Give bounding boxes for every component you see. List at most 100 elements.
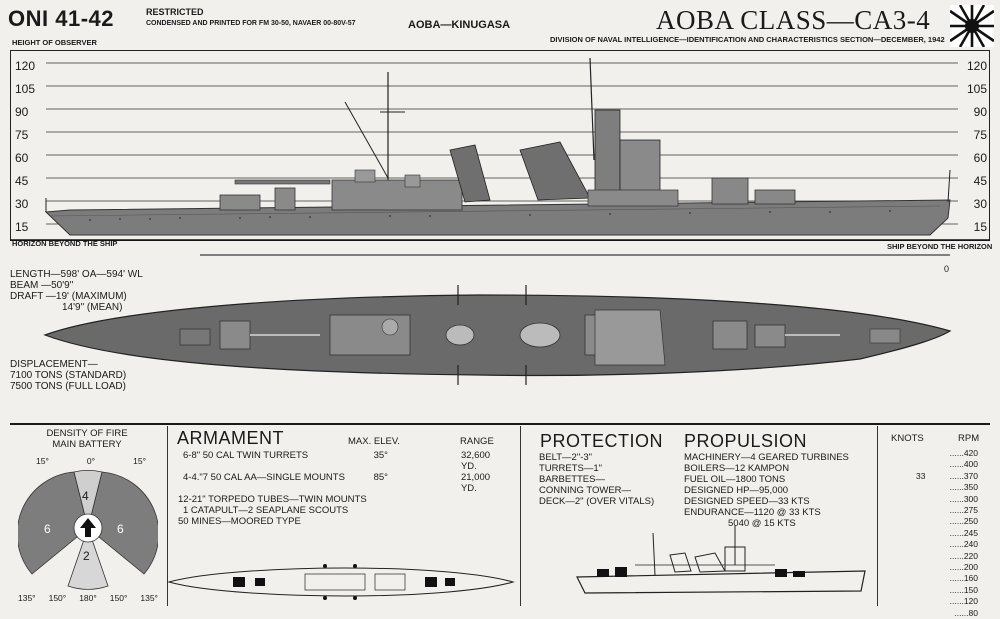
armament-elev: 35° — [373, 450, 388, 461]
profile-section: 120 105 90 75 60 45 30 15 120 105 90 75 … — [10, 50, 990, 260]
rpm-value: 245 — [963, 527, 978, 538]
rpm-row: ......150 — [949, 584, 978, 595]
protection-list: BELT—2"-3" TURRETS—1" BARBETTES— CONNING… — [539, 452, 654, 507]
scale-left-label: 30 — [15, 197, 29, 211]
rpm-row: ......120 — [949, 596, 978, 607]
propulsion-item: DESIGNED SPEED—33 KTS — [684, 496, 810, 507]
protection-item: TURRETS—1" — [539, 463, 603, 474]
armament-range: 21,000 YD. — [460, 472, 491, 494]
rpm-row: ......160 — [949, 573, 978, 584]
rpm-row: ......400 — [949, 459, 978, 470]
scale-left-label: 75 — [15, 128, 29, 142]
knots-header: KNOTS — [891, 433, 924, 444]
rpm-row: ......240 — [949, 539, 978, 550]
scale-left-label: 120 — [15, 59, 36, 73]
propulsion-item: 5040 @ 15 KTS — [728, 518, 796, 529]
density-sector-port: 6 — [44, 522, 51, 536]
draft-mean-spec: 14'9" (MEAN) — [62, 302, 123, 313]
rpm-value: 200 — [963, 562, 978, 573]
rpm-value: 370 — [963, 470, 978, 481]
armament-range-header: RANGE — [460, 436, 494, 447]
armament-desc: 4-4."7 50 CAL AA—SINGLE MOUNTS — [183, 472, 345, 483]
density-title-line: DENSITY OF FIRE — [46, 428, 128, 439]
rpm-value: 80 — [968, 607, 978, 618]
displacement-full: 7500 TONS (FULL LOAD) — [10, 381, 126, 392]
knots-value: 33 — [916, 471, 926, 481]
angle-label: 150° — [48, 593, 67, 603]
displacement-standard: 7100 TONS (STANDARD) — [10, 370, 127, 381]
rpm-value: 220 — [963, 550, 978, 561]
propulsion-item: BOILERS—12 KAMPON — [684, 463, 790, 474]
scale-left-label: 105 — [15, 82, 36, 96]
armament-range: 32,600 YD. — [460, 450, 491, 472]
armament-table: 6-8" 50 CAL TWIN TURRETS 35° 32,600 YD. … — [178, 450, 508, 527]
propulsion-list: MACHINERY—4 GEARED TURBINES BOILERS—12 K… — [684, 452, 849, 529]
propulsion-item: MACHINERY—4 GEARED TURBINES — [684, 452, 849, 463]
rpm-row: ......80 — [954, 607, 978, 618]
scale-right-label: 60 — [973, 151, 987, 165]
rising-sun-flag-icon — [950, 5, 994, 47]
rpm-value: 160 — [963, 573, 978, 584]
height-scale-right: 120 105 90 75 60 45 30 15 — [962, 55, 987, 239]
length-spec: LENGTH—598' OA—594' WL — [10, 269, 143, 280]
rpm-header: RPM — [958, 433, 980, 444]
rpm-value: 150 — [963, 584, 978, 595]
rpm-row: ......250 — [949, 516, 978, 527]
armament-elev: 85° — [373, 472, 388, 483]
column-separator — [167, 426, 168, 606]
density-sector-fore: 4 — [82, 489, 89, 503]
density-top-angles: 15° 0° 15° — [36, 456, 146, 466]
density-subtitle-line: MAIN BATTERY — [52, 439, 122, 450]
zero-mark: 0 — [944, 264, 950, 274]
scale-right-label: 120 — [966, 59, 987, 73]
scale-left-label: 15 — [15, 220, 29, 234]
rpm-row: ......220 — [949, 550, 978, 561]
armament-plan-silhouette — [167, 564, 515, 600]
armament-desc: 6-8" 50 CAL TWIN TURRETS — [183, 450, 309, 461]
scale-left-label: 45 — [15, 174, 29, 188]
height-of-observer-label: HEIGHT OF OBSERVER — [12, 38, 97, 47]
scale-right-label: 45 — [973, 174, 987, 188]
density-bottom-angles: 135° 150° 180° 150° 135° — [18, 593, 158, 603]
bottom-profile-silhouette — [576, 525, 866, 594]
rpm-list: ......420 ......400 ......370 ......350 … — [930, 448, 978, 619]
armament-row: 4-4."7 50 CAL AA—SINGLE MOUNTS 85° 21,00… — [178, 472, 508, 494]
ship-names: AOBA—KINUGASA — [408, 19, 511, 31]
rpm-value: 420 — [963, 448, 978, 458]
propulsion-title: PROPULSION — [684, 431, 808, 451]
height-scale-left: 120 105 90 75 60 45 30 15 — [15, 55, 35, 239]
angle-label: 15° — [133, 456, 146, 466]
density-of-fire-title: DENSITY OF FIRE MAIN BATTERY — [12, 428, 162, 450]
ship-plan-view — [43, 285, 952, 385]
ship-profile-drawing — [10, 50, 990, 256]
rpm-row: ......350 — [949, 482, 978, 493]
rpm-row: ......200 — [949, 562, 978, 573]
beam-spec: BEAM —50'9" — [10, 280, 74, 291]
column-separator — [877, 426, 878, 606]
draft-spec: DRAFT —19' (MAXIMUM) — [10, 291, 127, 302]
protection-item: BELT—2"-3" — [539, 452, 593, 463]
rpm-value: 250 — [963, 516, 978, 527]
rpm-value: 120 — [963, 596, 978, 607]
armament-elev-header: MAX. ELEV. — [348, 436, 400, 447]
printed-for-line: CONDENSED AND PRINTED FOR FM 30-50, NAVA… — [146, 20, 356, 27]
dimensions-block: LENGTH—598' OA—594' WL BEAM —50'9" DRAFT… — [10, 269, 143, 313]
angle-label: 135° — [18, 593, 36, 603]
ship-beyond-horizon-label: SHIP BEYOND THE HORIZON — [887, 242, 993, 251]
armament-desc: 50 MINES—MOORED TYPE — [178, 516, 301, 527]
armament-row: 6-8" 50 CAL TWIN TURRETS 35° 32,600 YD. — [178, 450, 508, 472]
rpm-row: ......420 — [949, 448, 978, 458]
angle-label: 180° — [79, 593, 97, 603]
density-sector-starboard: 6 — [117, 522, 124, 536]
displacement-block: DISPLACEMENT— 7100 TONS (STANDARD) 7500 … — [10, 359, 126, 392]
rpm-value: 350 — [963, 482, 978, 493]
rpm-value: 240 — [963, 539, 978, 550]
armament-desc: 1 CATAPULT—2 SEAPLANE SCOUTS — [183, 505, 349, 516]
scale-left-label: 90 — [15, 105, 29, 119]
density-sector-aft: 2 — [83, 549, 90, 563]
column-separator — [520, 426, 521, 606]
scale-right-label: 90 — [973, 105, 987, 119]
scale-right-label: 30 — [973, 197, 987, 211]
propulsion-item: FUEL OIL—1800 TONS — [684, 474, 786, 485]
armament-desc: 12-21" TORPEDO TUBES—TWIN MOUNTS — [178, 494, 367, 505]
